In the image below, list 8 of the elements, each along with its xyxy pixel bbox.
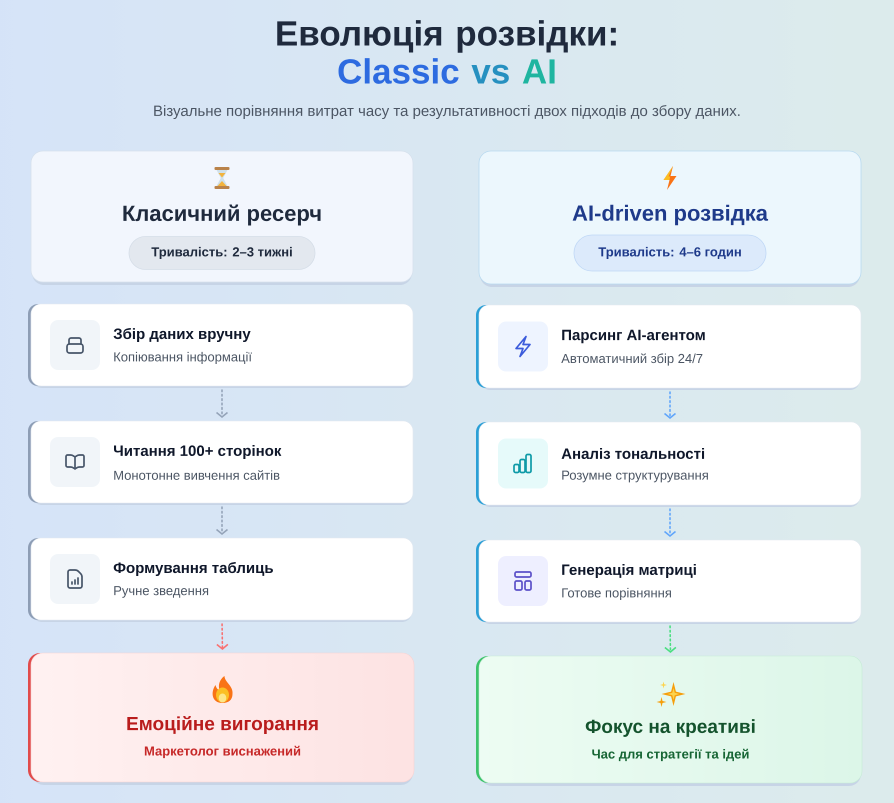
arrow [664, 508, 676, 537]
arrow [216, 623, 228, 650]
title: Еволюція розвідки: Classic vs AI [277, 20, 616, 84]
subtitle: Візуальне порівняння витрат часу та результативності двох підходів до збору даних. [154, 104, 740, 120]
arrow [216, 506, 228, 535]
arrow [664, 391, 676, 419]
arrow [216, 389, 228, 418]
arrow [664, 625, 676, 653]
